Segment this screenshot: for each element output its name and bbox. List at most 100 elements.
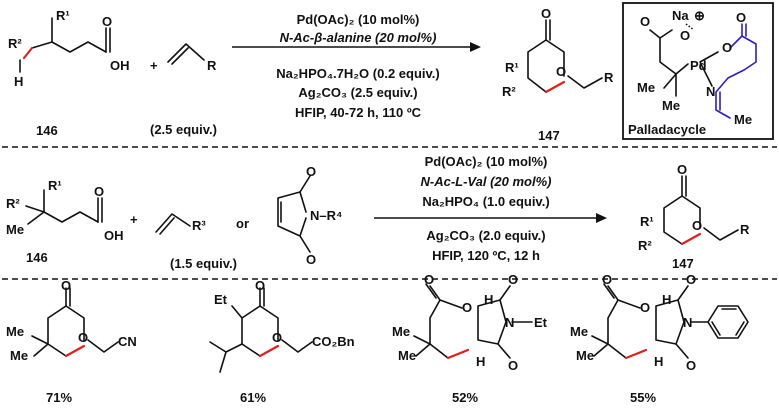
ex2-new-bond bbox=[258, 344, 280, 358]
atom-r2: R² bbox=[8, 36, 22, 51]
ex3-o2: O bbox=[462, 300, 472, 315]
arrow-head-2 bbox=[596, 213, 607, 223]
ex3-new-bond bbox=[446, 348, 470, 360]
example-3: O O O O H H N Et Me Me 52% bbox=[392, 272, 548, 405]
ex3-n: N bbox=[505, 315, 514, 330]
condition-base: Na₂HPO₄.7H₂O (0.2 equiv.) bbox=[276, 66, 439, 81]
plus-sign: + bbox=[150, 58, 158, 73]
pc-me3: Me bbox=[734, 112, 752, 127]
ex1-ring bbox=[47, 305, 85, 357]
alkene2-double-bond bbox=[159, 217, 175, 235]
ex4-substituents bbox=[591, 321, 709, 357]
product2-o: O bbox=[677, 162, 687, 177]
pd-bonds bbox=[699, 51, 719, 87]
product2-ring bbox=[663, 195, 701, 245]
product2-r1: R¹ bbox=[640, 214, 654, 229]
maleimide-o-bottom: O bbox=[306, 252, 316, 267]
maleimide: O O N–R⁴ bbox=[277, 164, 342, 267]
substrate2-r2: R² bbox=[6, 196, 20, 211]
product-r2: R² bbox=[502, 84, 516, 99]
ex4-o2: O bbox=[640, 300, 650, 315]
ex2-o1: O bbox=[255, 278, 265, 293]
pc-atom-pd: Pd bbox=[690, 58, 707, 73]
condition-ligand: N-Ac-β-alanine (20 mol%) bbox=[280, 30, 437, 45]
substrate2-r1: R¹ bbox=[48, 178, 62, 193]
ex2-ester: CO₂Bn bbox=[312, 334, 355, 349]
pc-atom-na: Na bbox=[672, 8, 689, 23]
substrate2-me: Me bbox=[6, 222, 24, 237]
lactone-ring bbox=[527, 39, 565, 93]
condition-oxidant: Ag₂CO₃ (2.5 equiv.) bbox=[298, 85, 417, 100]
alkene-equiv: (2.5 equiv.) bbox=[150, 122, 217, 137]
ex3-h2: H bbox=[476, 354, 485, 369]
product2-new-bond bbox=[680, 232, 702, 246]
carbonyl-bond bbox=[105, 27, 111, 53]
ex3-h1: H bbox=[484, 292, 493, 307]
substrate2-oh: OH bbox=[104, 228, 124, 243]
ex1-new-bond bbox=[64, 344, 86, 358]
palladacycle-box: O Na ⊕ O O O Pd N Me Me Me Palladacycle bbox=[622, 2, 774, 140]
pc-atom-o4: O bbox=[736, 10, 746, 25]
atom-r1: R¹ bbox=[56, 8, 70, 23]
alkene2-skeleton bbox=[155, 213, 191, 233]
ex4-me2: Me bbox=[576, 348, 594, 363]
side-chain bbox=[567, 75, 603, 89]
ex3-o3: O bbox=[508, 272, 518, 287]
product2-side-chain bbox=[703, 227, 739, 241]
ex4-h1: H bbox=[662, 292, 671, 307]
compound-label-147: 147 bbox=[538, 128, 560, 143]
product2-r: R bbox=[740, 222, 750, 237]
ex4-phenyl bbox=[707, 305, 749, 339]
product2-carbonyl bbox=[681, 175, 687, 197]
plus-sign-2: + bbox=[130, 212, 138, 227]
ex4-yield: 55% bbox=[630, 390, 656, 405]
reaction-2: R¹ R² Me OH O 146 + R³ or O O N–R⁴ (1.5 … bbox=[6, 154, 750, 271]
or-text: or bbox=[236, 216, 249, 231]
palladacycle-ring-left bbox=[659, 29, 689, 75]
atom-o: O bbox=[102, 14, 112, 29]
ex2-substituents bbox=[209, 305, 313, 373]
compound-label-146-bottom: 146 bbox=[26, 250, 48, 265]
product-ring-o: O bbox=[556, 64, 566, 79]
ex1-cn: CN bbox=[118, 334, 137, 349]
ex3-carbonyls bbox=[425, 283, 511, 359]
ch-bond-highlight bbox=[22, 46, 34, 60]
alkene2-r3: R³ bbox=[192, 218, 206, 233]
condition2-solvent: HFIP, 120 ºC, 12 h bbox=[432, 248, 540, 263]
gem-dimethyl-bonds bbox=[663, 73, 677, 97]
pc-atom-o1: O bbox=[640, 14, 650, 29]
reagent-equiv: (1.5 equiv.) bbox=[170, 256, 237, 271]
ex3-yield: 52% bbox=[452, 390, 478, 405]
compound-label-147-bottom: 147 bbox=[672, 256, 694, 271]
condition-solvent: HFIP, 40-72 h, 110 ºC bbox=[295, 105, 422, 120]
pc-me1: Me bbox=[637, 80, 655, 95]
maleimide-ring bbox=[277, 191, 307, 237]
ex4-o4: O bbox=[686, 358, 696, 373]
ex4-n: N bbox=[683, 315, 692, 330]
ex4-h2: H bbox=[654, 354, 663, 369]
ex4-o3: O bbox=[686, 272, 696, 287]
ligand-chelate bbox=[715, 23, 757, 119]
product-r: R bbox=[604, 70, 614, 85]
alkene-r: R bbox=[207, 58, 217, 73]
example-2: O O Et CO₂Bn 61% bbox=[209, 278, 355, 405]
ex3-substituents bbox=[413, 321, 533, 357]
product-147-top: O O R¹ R² R 147 bbox=[502, 6, 614, 143]
ex4-me1: Me bbox=[570, 324, 588, 339]
maleimide-o-top: O bbox=[306, 164, 316, 179]
atom-h: H bbox=[14, 74, 23, 89]
maleimide-carbonyls bbox=[299, 175, 311, 253]
alkene-top: R (2.5 equiv.) bbox=[150, 43, 217, 137]
substrate-skeleton bbox=[31, 17, 107, 53]
condition2-ligand: N-Ac-L-Val (20 mol%) bbox=[421, 174, 552, 189]
arrow-head-1 bbox=[470, 42, 481, 52]
ex2-ring bbox=[241, 305, 279, 357]
ex1-o2: O bbox=[78, 330, 88, 345]
condition2-oxidant: Ag₂CO₃ (2.0 equiv.) bbox=[426, 228, 545, 243]
product2-ring-o: O bbox=[692, 218, 702, 233]
condition2-catalyst: Pd(OAc)₂ (10 mol%) bbox=[425, 154, 548, 169]
palladacycle-caption: Palladacycle bbox=[628, 122, 706, 137]
ex1-substituents bbox=[31, 335, 119, 357]
condition-catalyst: Pd(OAc)₂ (10 mol%) bbox=[297, 12, 420, 27]
pc-atom-o3: O bbox=[722, 40, 732, 55]
